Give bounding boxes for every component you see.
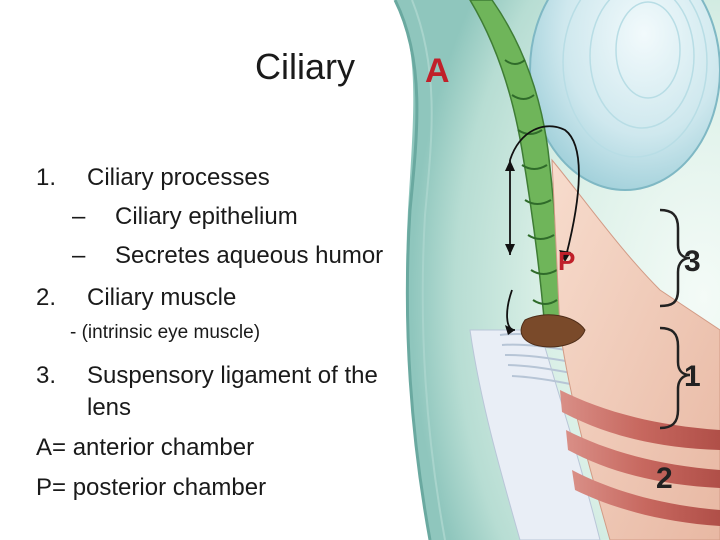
label-number-1: 1 xyxy=(684,360,701,393)
list-item-3-text-line1: Suspensory ligament of the xyxy=(87,362,378,389)
list-item-2-text: Ciliary muscle xyxy=(87,284,237,311)
ciliary-processes-folds xyxy=(504,59,558,305)
list-item-1-text: Ciliary processes xyxy=(87,164,270,191)
legend-anterior-chamber: A= anterior chamber xyxy=(36,434,255,461)
bracket-1 xyxy=(659,326,691,430)
sub-item-1-dash: – xyxy=(72,203,86,230)
label-posterior-chamber: P xyxy=(558,246,576,276)
legend-posterior-chamber: P= posterior chamber xyxy=(36,474,267,501)
cornea-outer-edge xyxy=(393,0,432,540)
list-item-3-number: 3. xyxy=(36,362,57,389)
sub-item-1-text: Ciliary epithelium xyxy=(115,203,298,230)
list-item-1-number: 1. xyxy=(36,164,57,191)
list-item-2-number: 2. xyxy=(36,284,57,311)
label-anterior-chamber: A xyxy=(425,52,450,90)
cornea-inner-edge xyxy=(411,0,446,540)
list-item-3-text-line2: lens xyxy=(87,394,132,421)
arrow-heads xyxy=(505,160,571,335)
list-item-1: 1. xyxy=(36,164,56,192)
ciliary-muscle-bands xyxy=(560,390,720,526)
label-number-2: 2 xyxy=(656,462,673,495)
lens-rings xyxy=(562,0,708,158)
slide-title: Ciliary xyxy=(255,46,356,87)
sub-item-2-dash: – xyxy=(72,242,86,269)
label-number-3: 3 xyxy=(684,245,701,278)
sub-item-2-text: Secretes aqueous humor xyxy=(115,242,384,269)
iris-root-pigment xyxy=(520,314,586,348)
bracket-3 xyxy=(659,208,691,308)
intrinsic-note: - (intrinsic eye muscle) xyxy=(70,322,261,343)
sclera-band xyxy=(469,329,601,540)
